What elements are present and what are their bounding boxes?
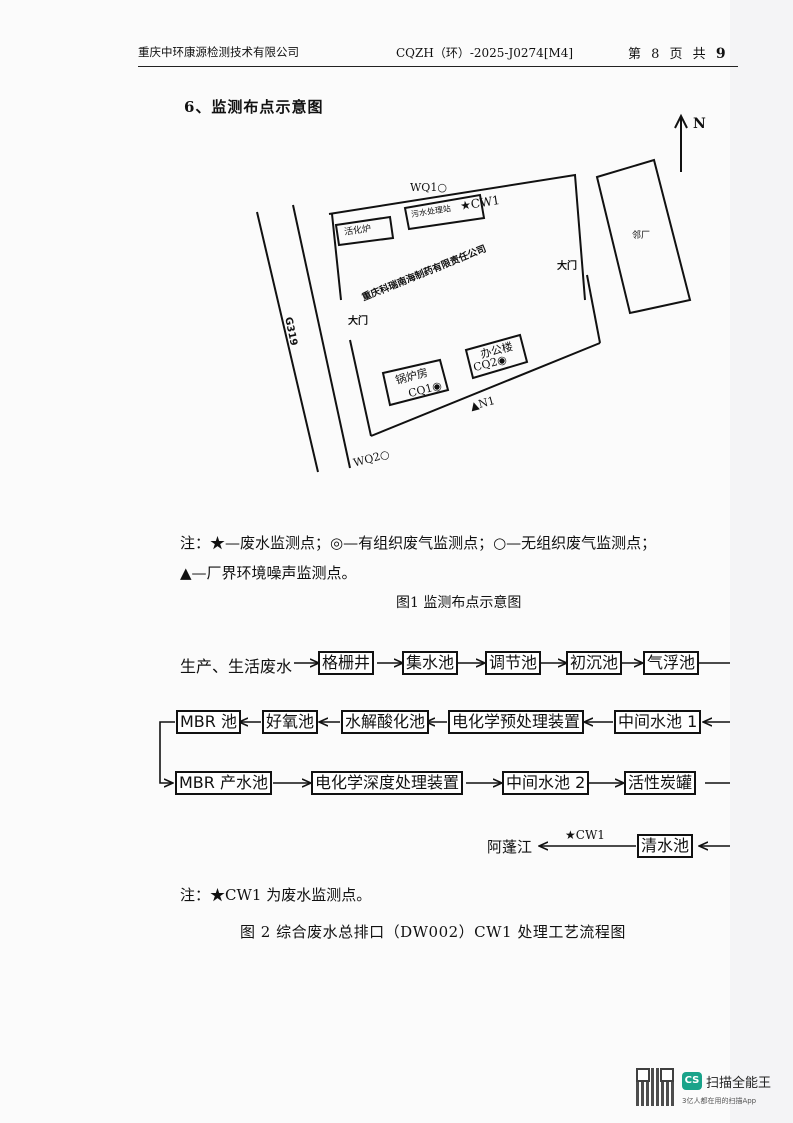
flow-box-mbr-tank: MBR 池 (176, 710, 241, 734)
monitoring-site-map: N G319 重庆科瑞南海制药有限责任公司 邻厂 大门 大门 活化炉 污水处理站… (0, 0, 793, 500)
flowchart-arrows (159, 0, 730, 880)
report-code: CQZH（环）-2025-J0274[M4] (396, 46, 574, 60)
flow-box-equalization-tank: 调节池 (485, 651, 542, 675)
flow-box-mbr-product-tank: MBR 产水池 (175, 771, 272, 795)
page-number: 第 8 页 共 9 (628, 43, 729, 62)
camscanner-logo-icon: CS (682, 1072, 702, 1090)
east-gate-label: 大门 (557, 261, 577, 272)
flow-box-electrochem-pretreat: 电化学预处理装置 (448, 710, 585, 734)
scanner-watermark: CS 扫描全能王 3亿人都在用的扫描App (636, 1068, 786, 1112)
legend-note: 注：★—废水监测点；◎—有组织废气监测点；○—无组织废气监测点； ▲—厂界环境噪… (180, 528, 720, 588)
flow-box-intermediate-tank-2: 中间水池 2 (502, 771, 590, 795)
company-name: 重庆中环康源检测技术有限公司 (138, 45, 299, 59)
figure1-caption: 图1 监测布点示意图 (396, 595, 522, 611)
page-prefix: 第 8 页 共 (628, 47, 709, 62)
scanner-app-name: 扫描全能王 (706, 1076, 772, 1091)
flow-box-aerobic-tank: 好氧池 (262, 710, 319, 734)
qr-code-icon (636, 1068, 674, 1106)
flow-box-primary-settling: 初沉池 (566, 651, 623, 675)
flow-box-collection-tank: 集水池 (402, 651, 459, 675)
scanner-tagline: 3亿人都在用的扫描App (682, 1097, 757, 1105)
flow-box-hydrolysis-tank: 水解酸化池 (341, 710, 430, 734)
flow-box-activated-carbon: 活性炭罐 (624, 771, 697, 795)
legend-line-2: ▲—厂界环境噪声监测点。 (180, 564, 357, 582)
flow-box-electrochem-advanced: 电化学深度处理装置 (311, 771, 464, 795)
page-total: 9 (715, 46, 729, 62)
flow-box-intermediate-tank-1: 中间水池 1 (614, 710, 702, 734)
flow-box-air-flotation: 气浮池 (643, 651, 700, 675)
flow-cw1-point: ★CW1 (565, 828, 605, 842)
west-gate-label: 大门 (348, 316, 368, 327)
scan-edge (730, 0, 793, 1123)
wq1-point-label: WQ1○ (410, 181, 447, 194)
flow-source-label: 生产、生活废水 (180, 657, 293, 676)
flow-box-clear-water-tank: 清水池 (637, 834, 694, 858)
legend-line-1: 注：★—废水监测点；◎—有组织废气监测点；○—无组织废气监测点； (180, 534, 657, 552)
figure2-caption: 图 2 综合废水总排口（DW002）CW1 处理工艺流程图 (240, 923, 626, 941)
flow-note: 注：★CW1 为废水监测点。 (180, 886, 372, 904)
north-label: N (693, 116, 706, 132)
site-map-drawing (256, 113, 692, 473)
flow-box-grit-well: 格栅井 (318, 651, 375, 675)
neighbor-factory-label: 邻厂 (632, 231, 651, 241)
flow-destination-river: 阿蓬江 (487, 838, 533, 856)
page-header: 重庆中环康源检测技术有限公司 CQZH（环）-2025-J0274[M4] 第 … (138, 40, 738, 67)
section-title: 6、监测布点示意图 (184, 98, 324, 116)
wq1-text: WQ1 (410, 181, 438, 194)
